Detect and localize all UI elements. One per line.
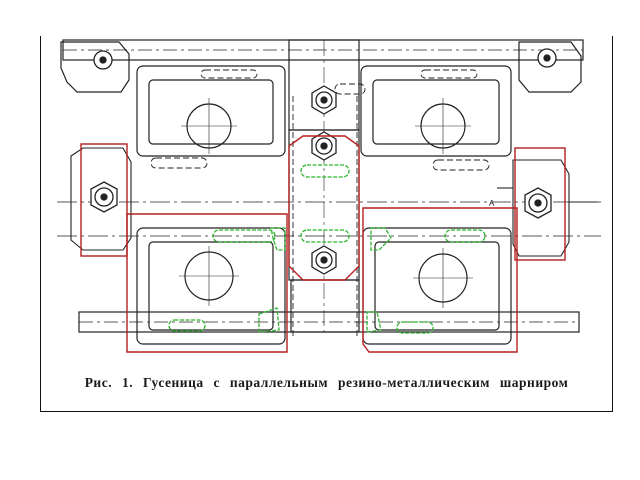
end-connector-top-right [518, 41, 582, 93]
red-outline-center [288, 135, 360, 281]
link-plate-upper-left [136, 65, 286, 157]
link-plate-lower-right [362, 227, 512, 345]
bolt-top-left [93, 50, 113, 70]
bolt-top-right [537, 48, 557, 68]
end-connector-top-left [60, 41, 130, 93]
link-plate-lower-left [136, 227, 286, 345]
center-connector-bottom [290, 279, 360, 333]
point-label-a: A [489, 199, 495, 208]
green-rubber-4 [444, 229, 486, 243]
figure-caption: Рис. 1. Гусеница с параллельным резино-м… [84, 375, 569, 390]
green-rubber-5 [168, 319, 206, 332]
green-rubber-3 [300, 229, 350, 243]
bolt-center-bottom [311, 245, 337, 275]
bolt-left [90, 181, 118, 213]
red-outline-left-end [80, 143, 128, 257]
green-rubber-2 [300, 164, 350, 178]
bolt-right [524, 187, 552, 219]
green-rubber-hook-4 [366, 311, 382, 333]
green-rubber-6 [396, 321, 434, 334]
green-rubber-hook-2 [370, 227, 392, 251]
red-outline-left-link [126, 213, 288, 353]
red-outline-right-end [514, 147, 566, 261]
bolt-center-middle [311, 131, 337, 161]
bolt-center-top [311, 85, 337, 115]
red-outline-right-link [362, 207, 518, 353]
green-rubber-hook-1 [270, 227, 286, 251]
track-assembly-drawing: A [57, 39, 601, 353]
link-plate-upper-right [360, 65, 512, 157]
end-block-left [70, 147, 132, 251]
green-rubber-1 [212, 229, 276, 243]
green-rubber-hook-3 [258, 307, 280, 333]
figure-frame: A Рис. 1. Гусеница с параллельным резино… [40, 36, 613, 412]
